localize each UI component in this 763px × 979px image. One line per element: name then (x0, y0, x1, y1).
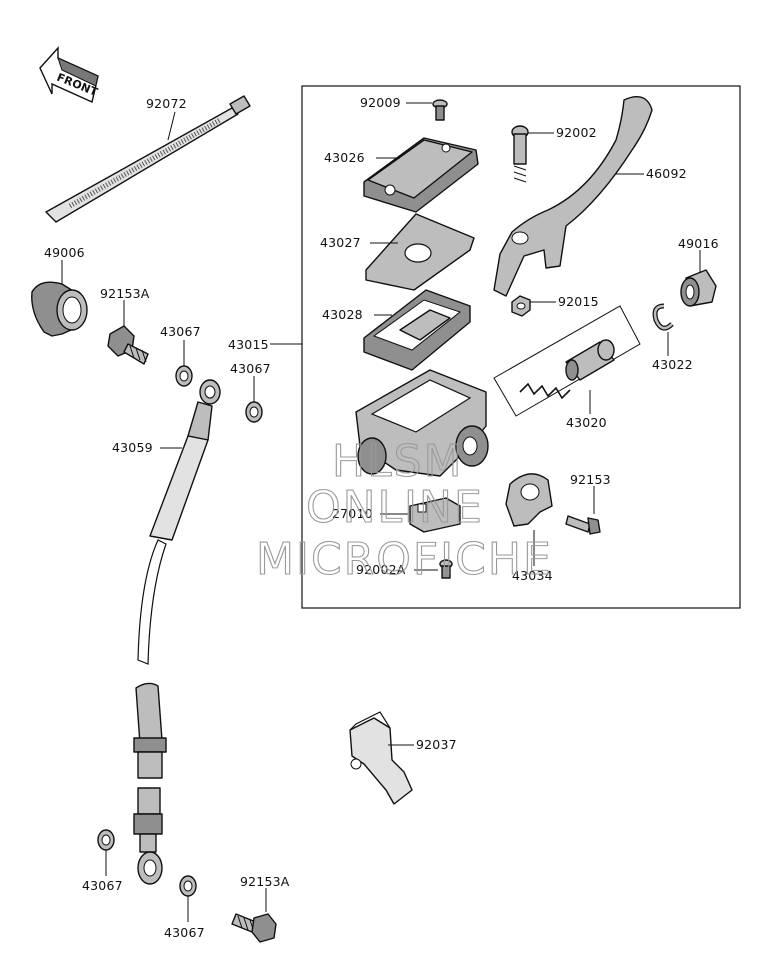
label-43059: 43059 (112, 440, 153, 455)
label-43027: 43027 (320, 235, 361, 250)
screw-92002A (439, 559, 453, 579)
label-92072: 92072 (146, 96, 187, 111)
label-92153: 92153 (570, 472, 611, 487)
watermark-line3: MICROFICHE (256, 534, 553, 585)
label-92153A-top: 92153A (100, 286, 150, 301)
brake-lever-46092 (493, 96, 653, 297)
washer-43067-a (175, 365, 193, 387)
circlip-43022 (652, 303, 674, 331)
label-27010: 27010 (332, 506, 373, 521)
reservoir-cap-43026 (363, 137, 479, 213)
watermark-line2: ONLINE (306, 482, 484, 533)
brake-hose-43059 (133, 379, 221, 885)
label-92153A-bottom: 92153A (240, 874, 290, 889)
label-92009: 92009 (360, 95, 401, 110)
label-92002A: 92002A (356, 562, 406, 577)
washer-43067-d (179, 875, 197, 897)
bracket-92037 (349, 711, 413, 805)
label-49016: 49016 (678, 236, 719, 251)
label-43067-b: 43067 (230, 361, 271, 376)
label-92037: 92037 (416, 737, 457, 752)
watermark-line1: HLSM (332, 436, 464, 487)
diaphragm-43028 (363, 289, 471, 371)
dust-cap-49006 (31, 281, 88, 337)
nut-92015 (511, 295, 531, 317)
banjo-bolt-92153A-top (107, 325, 149, 365)
washer-43067-c (97, 829, 115, 851)
label-43026: 43026 (324, 150, 365, 165)
label-43034: 43034 (512, 568, 553, 583)
label-92015: 92015 (558, 294, 599, 309)
banjo-bolt-92153A-bottom (231, 913, 277, 943)
pivot-bolt-92002 (511, 125, 529, 183)
cable-tie-92072 (45, 95, 251, 223)
label-43022: 43022 (652, 357, 693, 372)
label-49006: 49006 (44, 245, 85, 260)
label-43067-c: 43067 (82, 878, 123, 893)
washer-43067-b (245, 401, 263, 423)
rubber-boot-49016 (680, 269, 717, 307)
label-43020: 43020 (566, 415, 607, 430)
brake-switch-27010 (409, 497, 461, 533)
piston-kit-43020 (493, 305, 641, 417)
master-cylinder-body-43015 (355, 369, 489, 477)
label-92002: 92002 (556, 125, 597, 140)
diaphragm-plate-43027 (365, 213, 475, 291)
label-43067-d: 43067 (164, 925, 205, 940)
watermark: HLSM ONLINE MICROFICHE (255, 435, 553, 585)
screw-92009 (432, 99, 448, 121)
assembly-group-box (301, 85, 741, 609)
bolt-92153 (565, 515, 601, 535)
label-43028: 43028 (322, 307, 363, 322)
label-46092: 46092 (646, 166, 687, 181)
label-43015: 43015 (228, 337, 269, 352)
label-43067-a: 43067 (160, 324, 201, 339)
clamp-43034 (505, 473, 553, 527)
front-arrow-icon: FRONT (39, 46, 100, 103)
